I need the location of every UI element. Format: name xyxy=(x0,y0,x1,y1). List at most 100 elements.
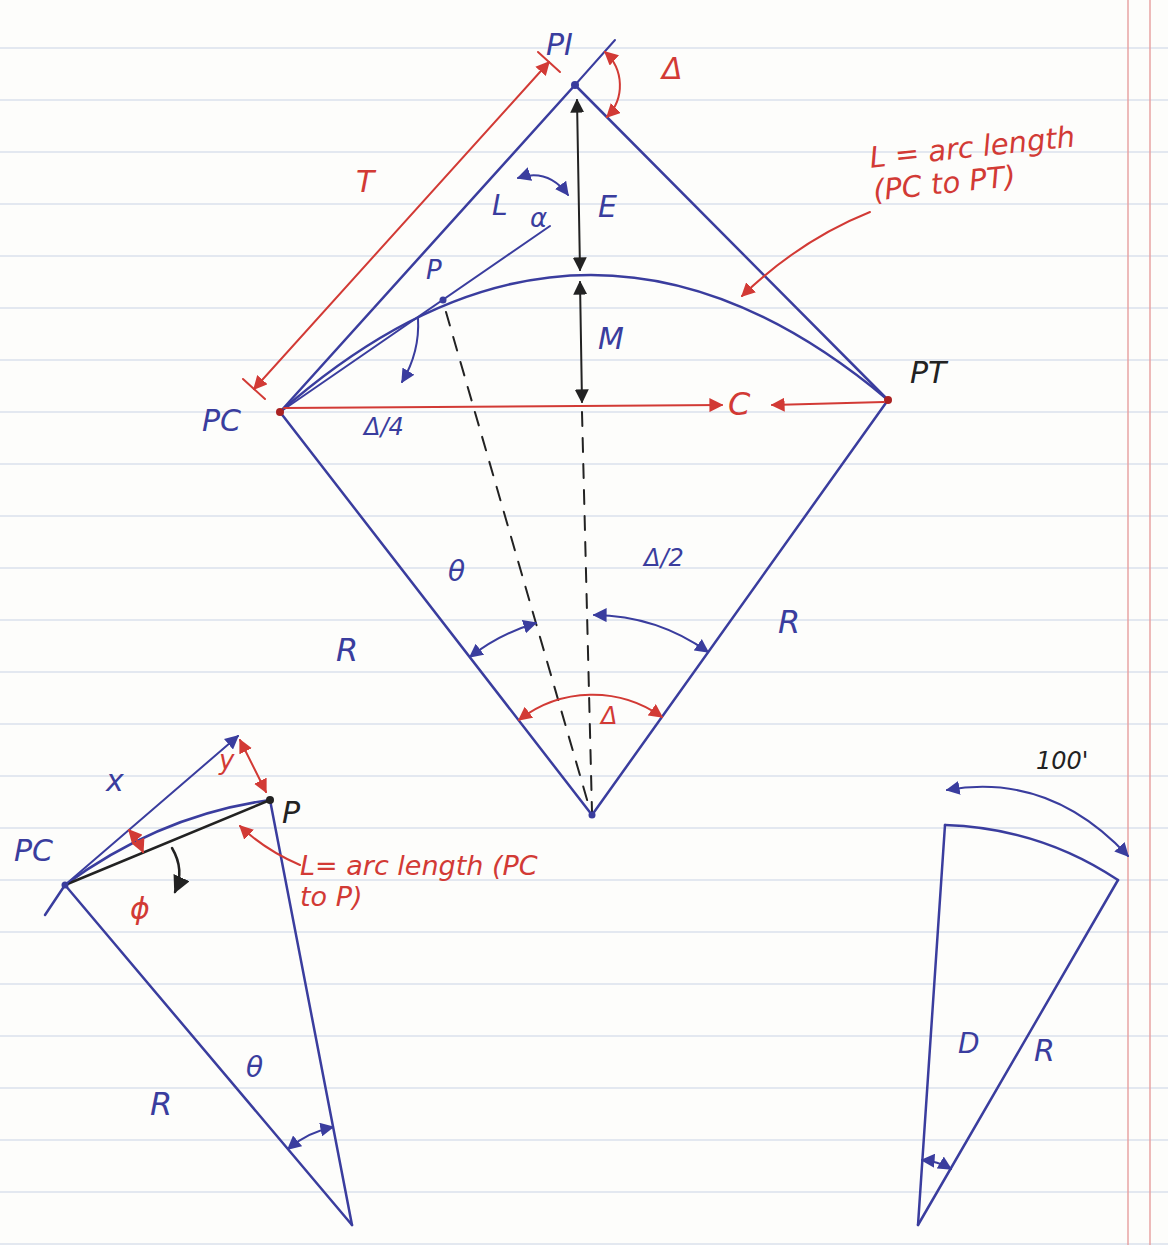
radius-line xyxy=(65,885,352,1225)
radius-label: R xyxy=(1034,1034,1055,1069)
ruled-line xyxy=(0,1035,1168,1036)
ruled-line xyxy=(0,931,1168,932)
offset-label: y xyxy=(219,746,234,776)
angle-arc xyxy=(519,695,662,720)
radius-line xyxy=(918,880,1118,1225)
point-dot xyxy=(589,812,596,819)
curve-arc xyxy=(65,800,270,885)
notebook-paper xyxy=(0,48,1168,1244)
radius-label: R xyxy=(150,1086,172,1123)
angle-arc xyxy=(470,623,536,657)
point-name: PT xyxy=(910,356,946,391)
point-name: PC xyxy=(14,834,53,869)
angle-arc xyxy=(172,848,179,892)
ruled-line xyxy=(0,99,1168,100)
ruled-line xyxy=(0,983,1168,984)
external-distance xyxy=(577,100,580,270)
leader-arrow xyxy=(742,212,870,296)
main-curve xyxy=(243,40,892,819)
angle-symbol: α xyxy=(530,204,547,234)
tangent-line xyxy=(280,85,575,412)
tangent-extension xyxy=(575,40,615,85)
dimension-label: M xyxy=(598,322,624,357)
angle-symbol: θ xyxy=(448,556,465,588)
point-name: P xyxy=(282,796,300,831)
ruled-line xyxy=(0,1139,1168,1140)
ruled-line xyxy=(0,775,1168,776)
ruled-line xyxy=(0,359,1168,360)
ruled-line xyxy=(0,827,1168,828)
chord-line xyxy=(280,226,550,412)
angle-symbol: Δ xyxy=(662,52,683,87)
margin-line xyxy=(1127,0,1129,1245)
angle-symbol: ϕ xyxy=(130,892,150,927)
length-label: L xyxy=(492,190,508,222)
angle-arc xyxy=(922,1160,951,1169)
offset-label: x xyxy=(106,764,124,799)
ruled-line xyxy=(0,47,1168,48)
chord-line xyxy=(65,800,270,885)
ruled-line xyxy=(0,255,1168,256)
tangent-line xyxy=(575,85,888,400)
dimension-label: C xyxy=(728,386,750,423)
ruled-line xyxy=(0,1243,1168,1244)
ruled-line xyxy=(0,619,1168,620)
radius-label: R xyxy=(778,604,800,641)
dimension-tick xyxy=(243,379,265,399)
bisector-line xyxy=(582,412,592,812)
angle-symbol: Δ/4 xyxy=(364,414,404,442)
angle-symbol: Δ xyxy=(601,703,617,731)
leader-arrow xyxy=(402,318,418,382)
curve-arc xyxy=(945,825,1118,880)
leader-arrow xyxy=(240,826,300,865)
note-text: L = arc length (PC to PT) xyxy=(868,116,1124,208)
dimension-label: 100' xyxy=(1036,748,1088,776)
ruled-line xyxy=(0,1191,1168,1192)
point-name: PI xyxy=(546,28,573,63)
angle-symbol: Δ/2 xyxy=(644,545,684,573)
offset-sketch xyxy=(45,736,352,1225)
point-dot xyxy=(266,796,274,804)
curve-arc xyxy=(45,885,65,915)
ruled-line xyxy=(0,203,1168,204)
dimension-label: E xyxy=(598,190,617,225)
angle-symbol: θ xyxy=(246,1052,263,1084)
ruled-line xyxy=(0,671,1168,672)
angle-symbol: D xyxy=(958,1028,980,1060)
tangent-offset xyxy=(65,736,238,885)
angle-arc xyxy=(129,830,143,852)
degree-of-curve-sketch xyxy=(918,787,1128,1225)
radius-label: R xyxy=(336,632,358,669)
point-name: PC xyxy=(202,404,241,439)
margin-line xyxy=(1149,0,1151,1245)
chord-dimension xyxy=(284,405,722,408)
angle-arc xyxy=(288,1127,333,1149)
tangent-dimension xyxy=(254,62,549,389)
point-dot xyxy=(571,81,579,89)
arc-dimension xyxy=(947,787,1128,856)
point-dot xyxy=(62,882,69,889)
point-name: P xyxy=(426,256,442,286)
ruled-line xyxy=(0,1087,1168,1088)
ruled-line xyxy=(0,307,1168,308)
radius-line xyxy=(592,400,888,815)
ruled-line xyxy=(0,567,1168,568)
note-text: L= arc length (PC to P) xyxy=(300,850,540,912)
point-dot xyxy=(884,396,892,404)
curve-arc xyxy=(280,275,888,412)
radius-to-p xyxy=(446,312,590,810)
radius-line xyxy=(280,412,592,815)
point-dot xyxy=(276,408,284,416)
angle-arc xyxy=(518,175,568,195)
middle-ordinate xyxy=(580,282,582,402)
ruled-line xyxy=(0,411,1168,412)
ruled-line xyxy=(0,723,1168,724)
point-dot xyxy=(440,297,447,304)
chord-dimension xyxy=(772,402,884,405)
ruled-line xyxy=(0,879,1168,880)
angle-arc xyxy=(594,615,708,652)
offset-dimension xyxy=(240,740,266,792)
angle-arc xyxy=(605,52,620,117)
dimension-label: T xyxy=(356,165,374,200)
